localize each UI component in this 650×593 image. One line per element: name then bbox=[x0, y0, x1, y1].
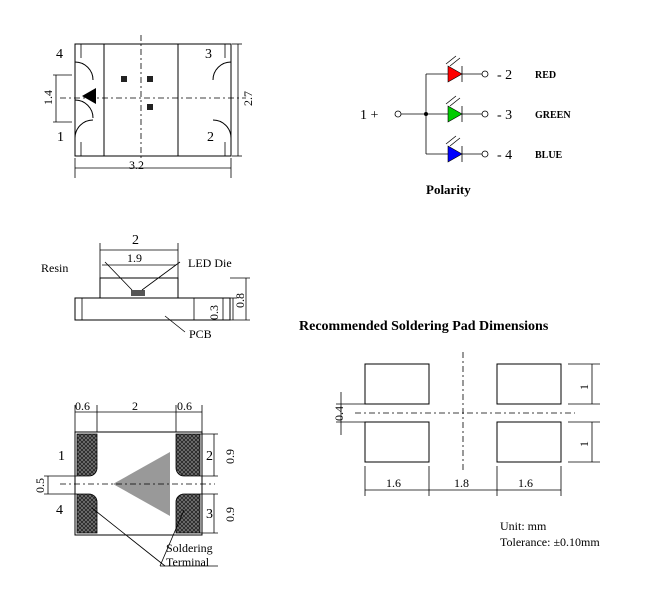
polarity-mark bbox=[113, 452, 170, 516]
pad-top-right bbox=[496, 363, 562, 405]
pad-dim-16b: 1.6 bbox=[518, 476, 533, 490]
dim-height-inner: 1.4 bbox=[41, 90, 55, 105]
bottom-dim-mid: 2 bbox=[132, 399, 138, 413]
pad-top-left bbox=[364, 363, 430, 405]
pad-dim-1a: 1 bbox=[577, 384, 591, 390]
side-view bbox=[74, 243, 250, 333]
bottom-dim-05: 0.5 bbox=[33, 478, 47, 493]
resin-label: Resin bbox=[41, 261, 68, 275]
resin-body bbox=[99, 277, 179, 298]
side-dim-03: 0.3 bbox=[207, 305, 221, 320]
pad-dim-1b: 1 bbox=[577, 441, 591, 447]
bottom-dim-09a: 0.9 bbox=[223, 449, 237, 464]
bottom-dim-right: 0.6 bbox=[177, 399, 192, 413]
terminal-3 bbox=[175, 493, 201, 534]
side-dim-08: 0.8 bbox=[233, 293, 247, 308]
terminal-1 bbox=[76, 433, 98, 477]
bottom-outline bbox=[74, 431, 203, 536]
pad-bottom-right bbox=[496, 421, 562, 463]
bottom-pin-3: 3 bbox=[206, 507, 213, 522]
pad-layout bbox=[336, 352, 600, 496]
top-pin-3: 3 bbox=[205, 47, 212, 62]
polarity-schematic bbox=[394, 55, 489, 163]
bottom-pin-1: 1 bbox=[58, 449, 65, 464]
top-pin-1: 1 bbox=[57, 130, 64, 145]
led-die-label: LED Die bbox=[188, 256, 232, 270]
pad-bottom-left bbox=[364, 421, 430, 463]
terminal-4 bbox=[76, 493, 98, 534]
pad-dim-16a: 1.6 bbox=[386, 476, 401, 490]
blue-label: BLUE bbox=[535, 150, 563, 161]
dim-length: 3.2 bbox=[129, 158, 144, 172]
terminal-label: Terminal bbox=[166, 555, 210, 569]
side-dim-top: 2 bbox=[132, 233, 139, 248]
terminal-2 bbox=[175, 433, 201, 477]
polarity-triangle bbox=[82, 88, 96, 104]
bottom-pin-2: 2 bbox=[206, 449, 213, 464]
common-anode-label: 1 + bbox=[360, 108, 379, 123]
pcb-body bbox=[74, 297, 231, 321]
top-pin-4: 4 bbox=[56, 47, 63, 62]
green-pin-label: - 3 bbox=[497, 108, 512, 123]
pad-dim-04: 0.4 bbox=[332, 406, 346, 421]
dim-height-total: 2.7 bbox=[241, 91, 255, 106]
bottom-view bbox=[44, 405, 218, 567]
polarity-title: Polarity bbox=[426, 182, 471, 197]
blue-led-symbol bbox=[447, 145, 463, 163]
unit-note: Unit: mm bbox=[500, 519, 547, 533]
blue-pin-label: - 4 bbox=[497, 148, 512, 163]
top-pin-2: 2 bbox=[207, 130, 214, 145]
green-label: GREEN bbox=[535, 110, 571, 121]
green-led-symbol bbox=[447, 105, 463, 123]
red-label: RED bbox=[535, 70, 556, 81]
bottom-pin-4: 4 bbox=[56, 503, 63, 518]
bottom-dim-left: 0.6 bbox=[75, 399, 90, 413]
pad-dim-18: 1.8 bbox=[454, 476, 469, 490]
soldering-label: Soldering bbox=[166, 541, 213, 555]
led-die bbox=[131, 290, 145, 296]
pcb-label: PCB bbox=[189, 327, 212, 341]
tolerance-note: Tolerance: ±0.10mm bbox=[500, 535, 600, 549]
bottom-dim-09b: 0.9 bbox=[223, 507, 237, 522]
top-view bbox=[53, 35, 246, 178]
red-led-symbol bbox=[447, 65, 463, 83]
red-pin-label: - 2 bbox=[497, 68, 512, 83]
pad-title: Recommended Soldering Pad Dimensions bbox=[299, 319, 549, 334]
side-dim-die: 1.9 bbox=[127, 251, 142, 265]
